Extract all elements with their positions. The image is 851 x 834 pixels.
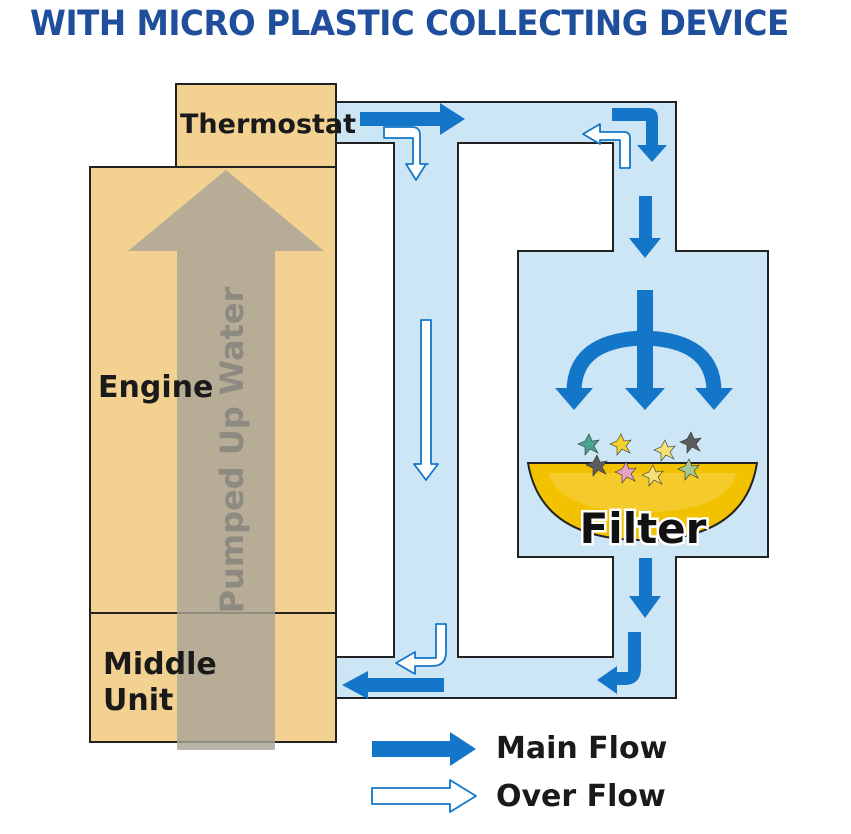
page-title: WITH MICRO PLASTIC COLLECTING DEVICE [30, 4, 789, 44]
filter-distribution-arrows [555, 290, 733, 410]
particle [614, 461, 637, 484]
main-flow-arrow-corner-bottom [597, 632, 641, 694]
main-flow-arrows [342, 103, 667, 766]
main-flow-arrow-down-2 [629, 558, 661, 618]
over-flow-arrow-corner-top [383, 126, 429, 181]
particle [641, 464, 664, 487]
main-flow-arrow-left-bottom [342, 671, 444, 699]
over-flow-arrow-corner-bottom [395, 623, 447, 675]
pumped-up-water-label: Pumped Up Water [213, 286, 251, 613]
over-flow-arrow-corner-top-right [582, 123, 631, 169]
particle [679, 431, 702, 454]
over-flow-arrows [371, 123, 631, 813]
particle [677, 458, 700, 481]
main-flow-arrow-right-top [360, 103, 465, 135]
thermostat-block [175, 83, 337, 168]
thermostat-label: Thermostat [180, 109, 356, 140]
main-flow-arrow-legend [372, 732, 476, 766]
pumped-water-arrow [128, 170, 324, 750]
pipe-loop [335, 101, 769, 699]
engine-label: Engine [98, 370, 213, 405]
filter-label: Filter [580, 504, 707, 553]
particle [609, 433, 632, 456]
particle [577, 433, 600, 456]
middle-unit-label-line2: Unit [103, 683, 173, 718]
over-flow-arrow-legend [371, 779, 477, 813]
main-flow-arrow-down-1 [629, 196, 661, 258]
over-flow-arrow-down [413, 319, 439, 481]
particle [585, 454, 608, 477]
particle [653, 439, 676, 462]
micro-plastic-particles [577, 431, 702, 487]
legend-main-flow-label: Main Flow [496, 731, 667, 766]
main-flow-arrow-corner-top [612, 108, 667, 162]
legend-over-flow-label: Over Flow [496, 779, 666, 814]
middle-unit-label-line1: Middle [103, 647, 217, 682]
